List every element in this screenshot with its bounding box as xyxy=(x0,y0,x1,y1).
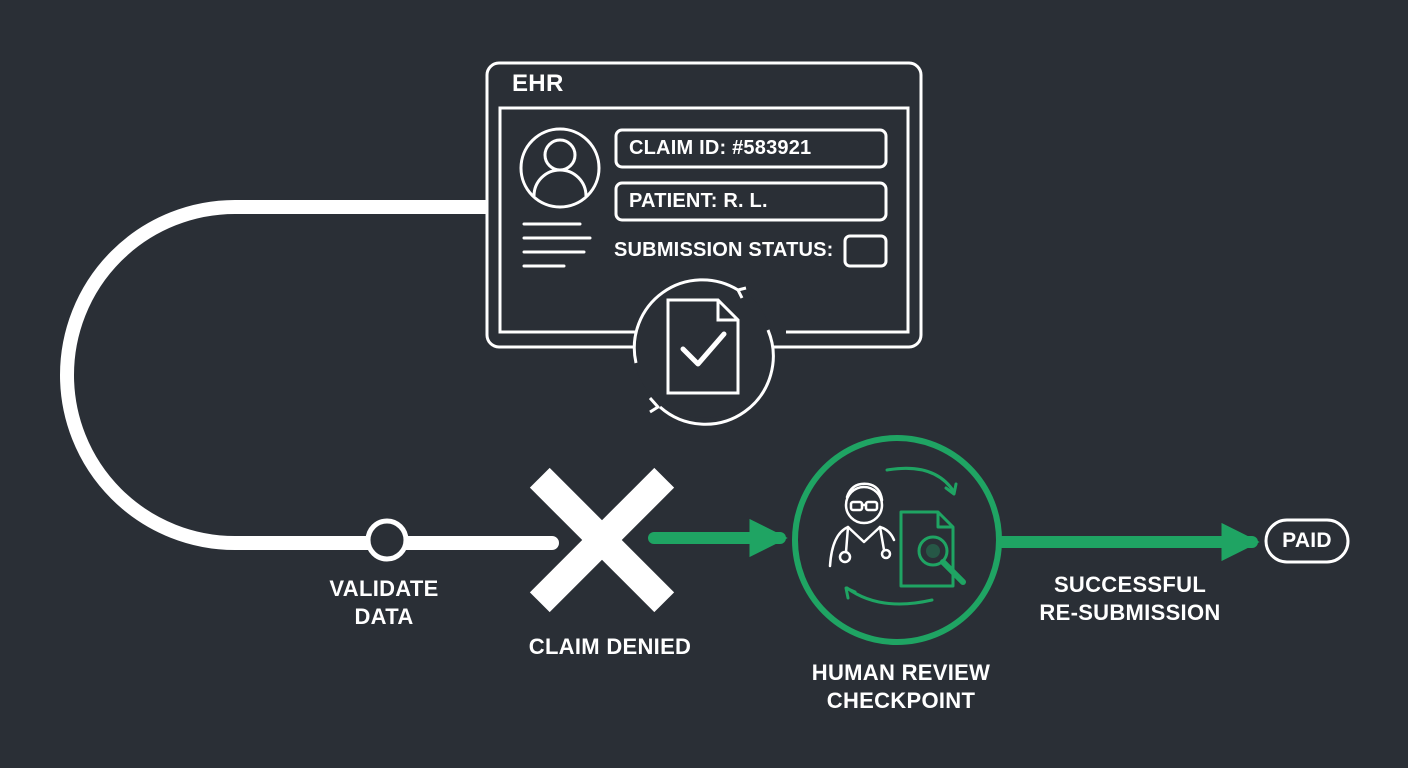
cycle-arrows-icon xyxy=(844,466,958,606)
submission-status-label: SUBMISSION STATUS: xyxy=(614,239,834,261)
avatar-icon xyxy=(519,127,601,209)
human-review-checkpoint xyxy=(792,435,1002,645)
refresh-arrows-icon xyxy=(632,278,775,426)
validate-data-label: VALIDATE DATA xyxy=(329,576,439,629)
validate-node xyxy=(365,518,409,562)
claim-denied-label: CLAIM DENIED xyxy=(528,634,692,659)
document-check-icon xyxy=(633,278,773,418)
paid-label: PAID xyxy=(1282,529,1332,552)
claim-id-field xyxy=(614,128,888,169)
denied-x-icon xyxy=(529,467,675,613)
text-lines-icon xyxy=(522,222,592,268)
magnifier-document-icon xyxy=(899,510,966,588)
status-checkbox xyxy=(843,234,888,268)
claim-id-text: CLAIM ID: #583921 xyxy=(629,137,812,159)
paid-pill xyxy=(1264,518,1350,564)
doctor-icon xyxy=(828,482,896,568)
patient-field xyxy=(614,181,888,222)
flow-path xyxy=(60,200,559,550)
human-review-label: HUMAN REVIEW CHECKPOINT xyxy=(811,660,991,713)
ehr-title: EHR xyxy=(512,70,564,97)
patient-text: PATIENT: R. L. xyxy=(629,190,768,212)
ehr-window xyxy=(485,61,923,349)
resubmission-label: SUCCESSFUL RE-SUBMISSION xyxy=(1039,572,1221,625)
